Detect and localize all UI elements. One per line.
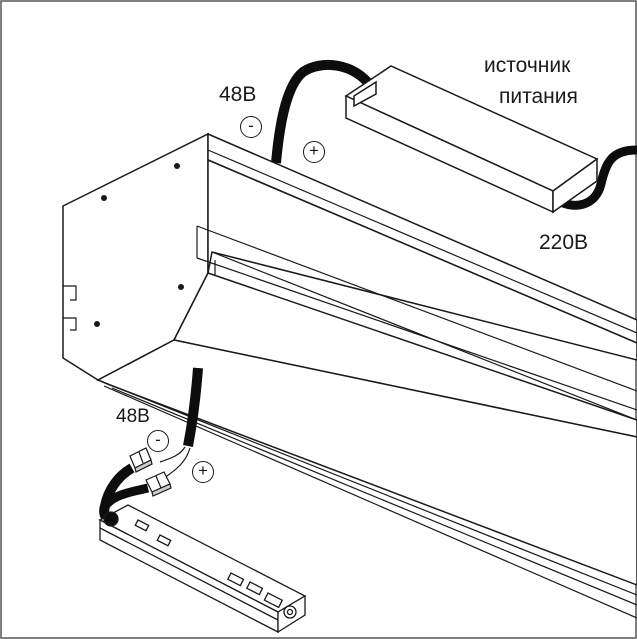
lamp-output-cable xyxy=(183,367,203,447)
track-adapter xyxy=(98,504,307,634)
end-cap-screws xyxy=(94,163,184,327)
luminaire-body xyxy=(62,132,637,586)
top-negative-marker: - xyxy=(240,116,262,138)
bottom-positive-marker: + xyxy=(192,461,214,483)
top-positive-marker: + xyxy=(303,141,325,163)
bottom-negative-marker: - xyxy=(147,430,169,452)
wire-positive xyxy=(163,447,191,479)
wire-connector-positive xyxy=(145,471,172,497)
psu-label-line2: питания xyxy=(499,85,578,108)
bottom-voltage-label: 48В xyxy=(116,406,150,427)
wire-negative xyxy=(159,446,186,463)
luminaire-profile-lines xyxy=(63,149,637,619)
mains-voltage-label: 220В xyxy=(539,231,589,254)
wire-connector-negative xyxy=(129,447,153,473)
power-supply-box xyxy=(344,65,599,214)
top-voltage-label: 48В xyxy=(219,83,257,106)
psu-label-line1: источник xyxy=(484,54,571,77)
psu-output-cable xyxy=(271,59,377,164)
mains-cable xyxy=(550,145,637,210)
